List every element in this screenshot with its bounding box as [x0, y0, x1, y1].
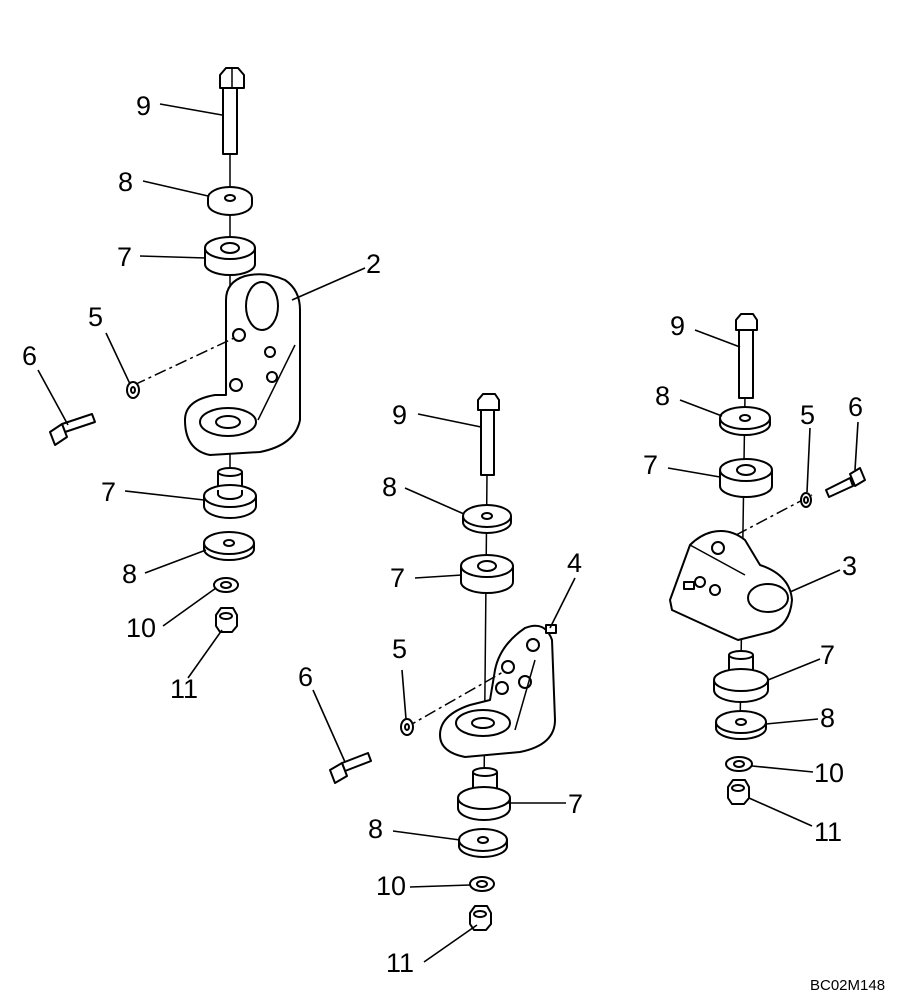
callout-left-lock-washer: 5 [88, 302, 103, 332]
left-top-cushion [204, 236, 256, 276]
callout-left-bracket: 2 [366, 249, 381, 279]
left-small-washer [213, 577, 239, 593]
callout-right-bolt: 9 [670, 311, 685, 341]
left-bracket [184, 273, 301, 456]
right-lock-washer [800, 492, 812, 508]
callout-center-top-washer: 8 [382, 472, 397, 502]
callout-left-small-washer: 10 [126, 613, 156, 643]
left-lower-cushion [203, 467, 257, 519]
callout-right-top-washer: 8 [655, 381, 670, 411]
right-top-washer [719, 406, 771, 436]
right-nut [727, 779, 750, 805]
callout-right-top-cushion: 7 [643, 450, 658, 480]
figure-id: BC02M148 [810, 977, 885, 994]
callout-center-nut: 11 [386, 948, 414, 978]
callout-center-lock-washer: 5 [392, 634, 407, 664]
callout-labels: 9 8 7 2 5 6 7 8 10 11 9 8 7 4 5 6 7 8 10… [22, 91, 863, 978]
center-lower-cushion [457, 767, 511, 821]
center-lock-washer [400, 718, 414, 736]
callout-right-small-washer: 10 [814, 758, 844, 788]
leader-lines [37, 103, 859, 963]
right-bolt [735, 313, 758, 399]
callout-right-nut: 11 [814, 817, 842, 847]
center-top-washer [462, 504, 512, 534]
right-assembly [669, 313, 866, 805]
callout-center-top-cushion: 7 [390, 563, 405, 593]
callout-right-lower-washer: 8 [820, 703, 835, 733]
center-lower-washer [458, 828, 508, 858]
left-assembly [49, 67, 301, 633]
callout-right-bracket: 3 [842, 551, 857, 581]
left-side-axis [133, 337, 235, 386]
left-top-washer [207, 186, 253, 216]
left-bolt [219, 67, 245, 155]
left-lower-washer [203, 531, 255, 561]
right-lower-washer [715, 710, 767, 740]
callout-left-bolt: 9 [136, 91, 151, 121]
right-side-axis [735, 494, 813, 536]
callout-center-small-washer: 10 [376, 871, 406, 901]
callout-center-side-bolt: 6 [298, 662, 313, 692]
callout-left-top-washer: 8 [118, 167, 133, 197]
left-nut [215, 607, 238, 633]
center-top-cushion [460, 554, 514, 594]
center-side-bolt [329, 752, 372, 784]
callout-left-lower-washer: 8 [122, 559, 137, 589]
center-assembly [329, 393, 557, 931]
callout-left-side-bolt: 6 [22, 341, 37, 371]
center-bracket [439, 624, 557, 758]
callout-left-nut: 11 [170, 674, 198, 704]
center-nut [469, 905, 492, 931]
right-side-bolt [825, 467, 866, 498]
center-side-axis [404, 671, 504, 729]
right-lower-cushion [713, 650, 769, 703]
left-lock-washer [126, 381, 140, 399]
right-small-washer [725, 756, 753, 772]
callout-left-top-cushion: 7 [117, 242, 132, 272]
center-bolt [477, 393, 500, 476]
left-side-bolt [49, 413, 96, 446]
callout-left-lower-cushion: 7 [101, 477, 116, 507]
callout-center-bolt: 9 [392, 400, 407, 430]
center-small-washer [469, 876, 495, 892]
callout-center-lower-washer: 8 [368, 814, 383, 844]
callout-right-lower-cushion: 7 [820, 640, 835, 670]
right-top-cushion [719, 458, 773, 498]
callout-right-lock-washer: 5 [800, 400, 815, 430]
callout-center-lower-cushion: 7 [568, 789, 583, 819]
callout-center-bracket: 4 [567, 548, 582, 578]
right-bracket [669, 530, 793, 641]
callout-right-side-bolt: 6 [848, 392, 863, 422]
